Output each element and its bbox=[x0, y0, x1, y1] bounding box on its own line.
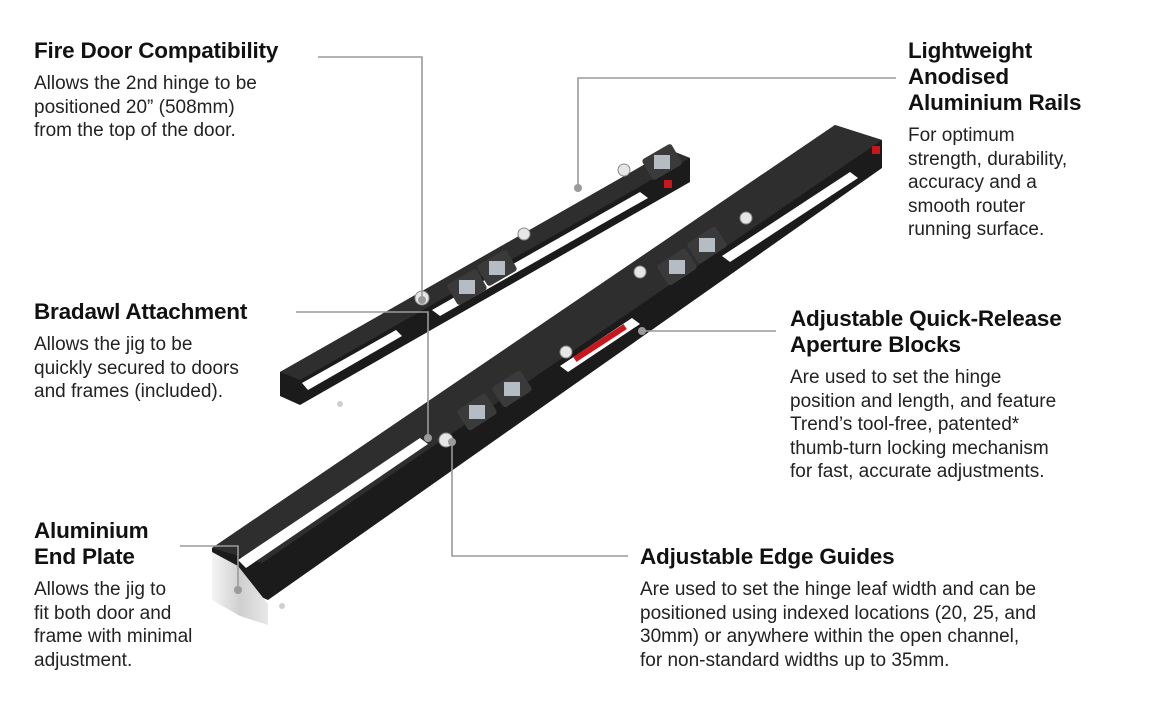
thumb-turn-icon bbox=[657, 248, 697, 286]
callout-rails-body: For optimum strength, durability, accura… bbox=[908, 125, 1068, 240]
bradawl-pin-icon bbox=[633, 265, 647, 279]
bradawl-pins bbox=[414, 163, 753, 448]
bradawl-pin-icon bbox=[559, 345, 573, 359]
thumb-turn-icon bbox=[642, 144, 682, 180]
callout-edge-guides-body: Are used to set the hinge leaf width and… bbox=[640, 579, 1037, 671]
callout-aperture-title: Adjustable Quick-Release Aperture Blocks bbox=[790, 306, 1062, 357]
thumb-turn-icon bbox=[687, 226, 727, 264]
callout-edge-guides-title: Adjustable Edge Guides bbox=[640, 544, 895, 569]
callout-aperture: Adjustable Quick-Release Aperture Blocks… bbox=[790, 306, 1120, 484]
callout-end-plate-body: Allows the jig to fit both door and fram… bbox=[34, 579, 193, 671]
callout-bradawl: Bradawl Attachment Allows the jig to be … bbox=[34, 299, 304, 404]
thumb-turn-icon bbox=[447, 269, 487, 305]
callout-rails: Lightweight Anodised Aluminium Rails For… bbox=[908, 38, 1128, 242]
callout-bradawl-body: Allows the jig to be quickly secured to … bbox=[34, 334, 239, 402]
leader-lines bbox=[180, 56, 896, 590]
callout-aperture-body: Are used to set the hinge position and l… bbox=[790, 367, 1057, 482]
leader-dots bbox=[234, 184, 646, 594]
callout-bradawl-title: Bradawl Attachment bbox=[34, 299, 248, 324]
thumb-turn-icon bbox=[477, 250, 517, 286]
callout-fire-door-title: Fire Door Compatibility bbox=[34, 38, 279, 63]
leader-rails bbox=[577, 77, 896, 188]
callout-fire-door-body: Allows the 2nd hinge to be positioned 20… bbox=[34, 73, 257, 141]
leader-fire-door bbox=[318, 56, 423, 300]
bradawl-pin-icon bbox=[617, 163, 631, 177]
callout-end-plate: Aluminium End Plate Allows the jig to fi… bbox=[34, 518, 234, 672]
callout-edge-guides: Adjustable Edge Guides Are used to set t… bbox=[640, 544, 1120, 672]
callout-fire-door: Fire Door Compatibility Allows the 2nd h… bbox=[34, 38, 324, 143]
bradawl-pin-icon bbox=[517, 227, 531, 241]
leader-bradawl bbox=[296, 311, 429, 438]
thumb-turn-icon bbox=[457, 393, 497, 431]
aperture-blocks bbox=[447, 144, 727, 431]
callout-rails-title: Lightweight Anodised Aluminium Rails bbox=[908, 38, 1082, 115]
thumb-turn-icon bbox=[492, 370, 532, 408]
bradawl-pin-icon bbox=[739, 211, 753, 225]
leader-end-plate bbox=[180, 545, 239, 590]
callout-end-plate-title: Aluminium End Plate bbox=[34, 518, 149, 569]
leader-edge-guides bbox=[451, 442, 628, 557]
